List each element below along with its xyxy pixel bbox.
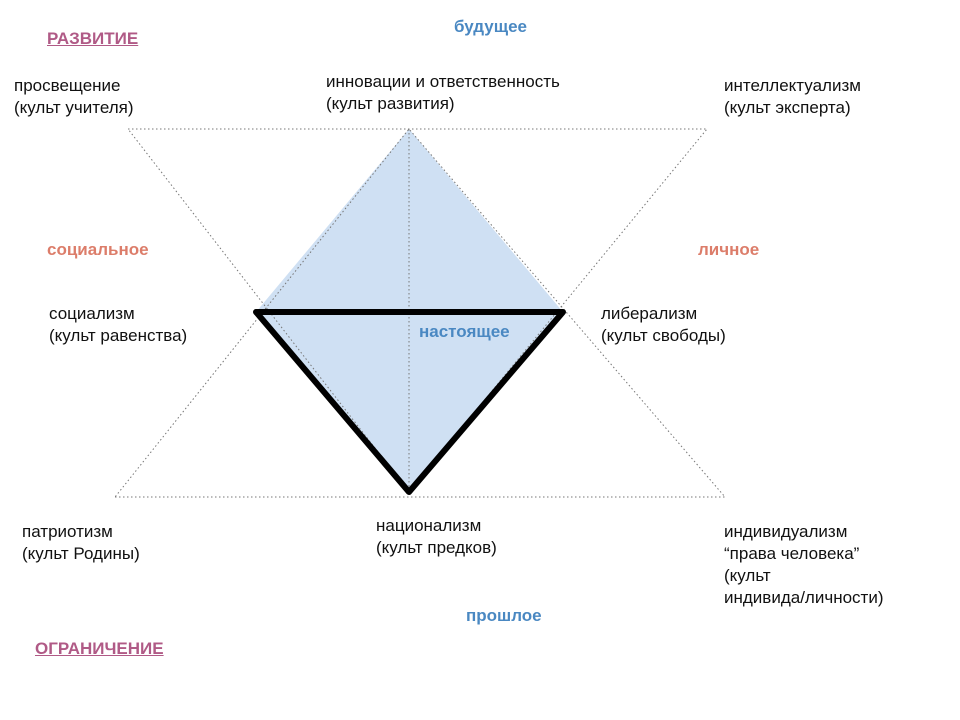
node-individualism-rights: “права человека” — [724, 544, 860, 563]
node-innovation-title: инновации и ответственность — [326, 72, 560, 91]
node-enlightenment-cult: (культ учителя) — [14, 98, 134, 117]
node-nationalism-cult: (культ предков) — [376, 538, 497, 557]
node-socialism: социализм (культ равенства) — [49, 303, 187, 347]
node-individualism-cult-2: индивида/личности) — [724, 588, 884, 607]
node-liberalism-title: либерализм — [601, 304, 698, 323]
node-patriotism-title: патриотизм — [22, 522, 113, 541]
node-individualism-cult-1: (культ — [724, 566, 771, 585]
axis-label-present: настоящее — [419, 322, 510, 341]
node-innovation-cult: (культ развития) — [326, 94, 455, 113]
dotted-frame — [113, 128, 727, 498]
node-socialism-title: социализм — [49, 304, 135, 323]
node-patriotism-cult: (культ Родины) — [22, 544, 140, 563]
node-liberalism-cult: (культ свободы) — [601, 326, 726, 345]
upper-dotted-triangle — [126, 128, 709, 493]
axis-label-future: будущее — [454, 17, 528, 36]
lower-dotted-triangle — [113, 128, 727, 498]
axis-label-personal: личное — [698, 240, 760, 259]
corner-label-development: РАЗВИТИЕ — [47, 29, 139, 48]
node-socialism-cult: (культ равенства) — [49, 326, 188, 345]
node-intellectualism-title: интеллектуализм — [724, 76, 861, 95]
axis-label-social: социальное — [47, 240, 149, 259]
node-liberalism: либерализм (культ свободы) — [601, 303, 726, 347]
node-individualism: индивидуализм “права человека” (культ ин… — [724, 521, 883, 609]
node-individualism-title: индивидуализм — [724, 522, 848, 541]
thick-inverted-triangle — [253, 309, 566, 495]
node-enlightenment-title: просвещение — [14, 76, 121, 95]
node-innovation: инновации и ответственность (культ разви… — [326, 71, 560, 115]
node-enlightenment: просвещение (культ учителя) — [14, 75, 134, 119]
corner-label-limitation: ОГРАНИЧЕНИЕ — [35, 639, 164, 658]
upper-shaded-triangle — [256, 129, 563, 312]
node-intellectualism: интеллектуализм (культ эксперта) — [724, 75, 861, 119]
node-intellectualism-cult: (культ эксперта) — [724, 98, 851, 117]
axis-label-past: прошлое — [466, 606, 542, 625]
node-patriotism: патриотизм (культ Родины) — [22, 521, 140, 565]
node-nationalism: национализм (культ предков) — [376, 515, 497, 559]
node-nationalism-title: национализм — [376, 516, 482, 535]
